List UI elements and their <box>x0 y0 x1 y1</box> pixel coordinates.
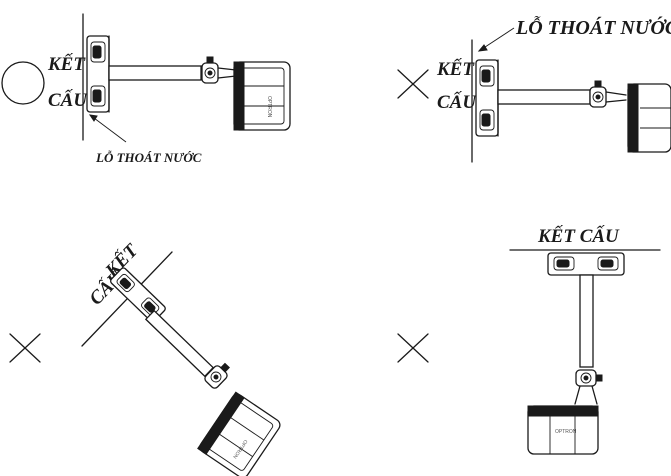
light-fixture: OPTRON <box>527 405 599 455</box>
structure-label: KẾT CẤU <box>537 225 620 247</box>
ceiling-bracket <box>547 252 625 276</box>
panel-angled-mount-wrong: KẾT CẤU <box>9 239 283 476</box>
wall-bracket <box>475 59 499 137</box>
mounting-arm <box>579 274 594 368</box>
panel-side-mount-wrong: KẾT CẤU LỖ THOÁT NƯỚC <box>397 15 671 163</box>
svg-text:OPTRON: OPTRON <box>555 429 577 435</box>
light-fixture <box>197 391 283 476</box>
drain-hole-pointer <box>89 114 127 143</box>
correct-circle-icon <box>1 61 45 105</box>
mounting-arm <box>144 309 215 378</box>
light-fixture <box>233 61 291 131</box>
structure-label-bottom: CẤU <box>437 91 477 113</box>
arm-knuckle <box>589 80 607 108</box>
arm-knuckle <box>201 56 219 84</box>
panel-side-mount-correct: KẾT CẤU LỖ THOÁT NƯỚC <box>1 13 291 165</box>
wall-bracket <box>86 35 110 113</box>
structure-label-top: KẾT <box>47 53 86 75</box>
drain-hole-label: LỖ THOÁT NƯỚC <box>515 15 671 39</box>
mounting-arm <box>497 89 591 105</box>
structure-label-top: KẾT <box>436 58 475 80</box>
drain-hole-label: LỖ THOÁT NƯỚC <box>95 150 202 165</box>
arm-knuckle <box>575 369 603 387</box>
panel-ceiling-mount-wrong: KẾT CẤU OPTRON <box>397 225 661 455</box>
mounting-arm <box>108 65 202 81</box>
structure-label-bottom: CẤU <box>48 89 88 111</box>
